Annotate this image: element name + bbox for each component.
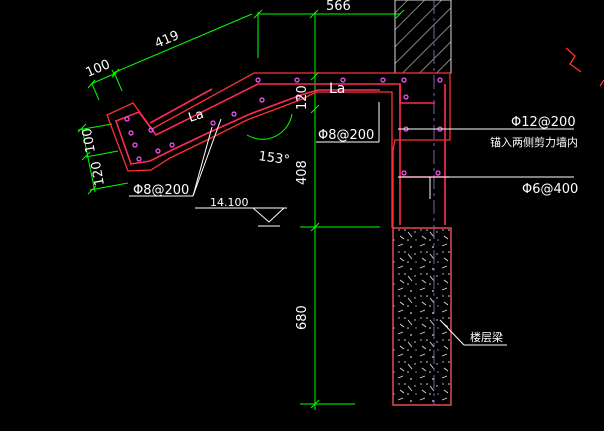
rebar-dots (124, 77, 443, 176)
dimension-texts: 566 419 100 100 120 120 408 680 (80, 0, 351, 330)
label-la-top: La (329, 81, 345, 97)
label-main-bar: Φ12@200 (511, 115, 576, 130)
dim-slab-thickness: 120 (295, 85, 310, 110)
label-la-tip: La (187, 107, 206, 126)
slab-outline (106, 72, 451, 228)
upper-wall (394, 0, 452, 74)
dim-wall-upper: 408 (295, 160, 310, 185)
label-angle: 153° (257, 149, 290, 168)
dim-tip-width: 100 (84, 57, 113, 81)
leader-lines (129, 102, 574, 346)
dim-slab-length: 419 (153, 28, 182, 52)
rebar (114, 83, 449, 225)
partial-symbol-right (565, 47, 604, 87)
label-stirrup-right: Φ8@200 (318, 128, 374, 143)
dim-end-bottom: 120 (89, 160, 108, 187)
dim-wall-lower: 680 (295, 305, 310, 330)
dim-top: 566 (326, 0, 351, 14)
label-stirrup-left: Φ8@200 (133, 183, 189, 198)
annotation-texts: La La 153° Φ8@200 Φ8@200 Φ12@200 锚入两侧剪力墙… (133, 81, 578, 344)
dimension-lines (77, 9, 405, 410)
label-main-bar-note: 锚入两侧剪力墙内 (490, 135, 578, 149)
dim-end-top: 100 (80, 127, 99, 154)
label-distribution-bar: Φ6@400 (522, 182, 578, 197)
label-floor-beam: 楼层梁 (470, 330, 503, 344)
lower-wall (392, 227, 452, 406)
label-elevation: 14.100 (210, 196, 249, 209)
